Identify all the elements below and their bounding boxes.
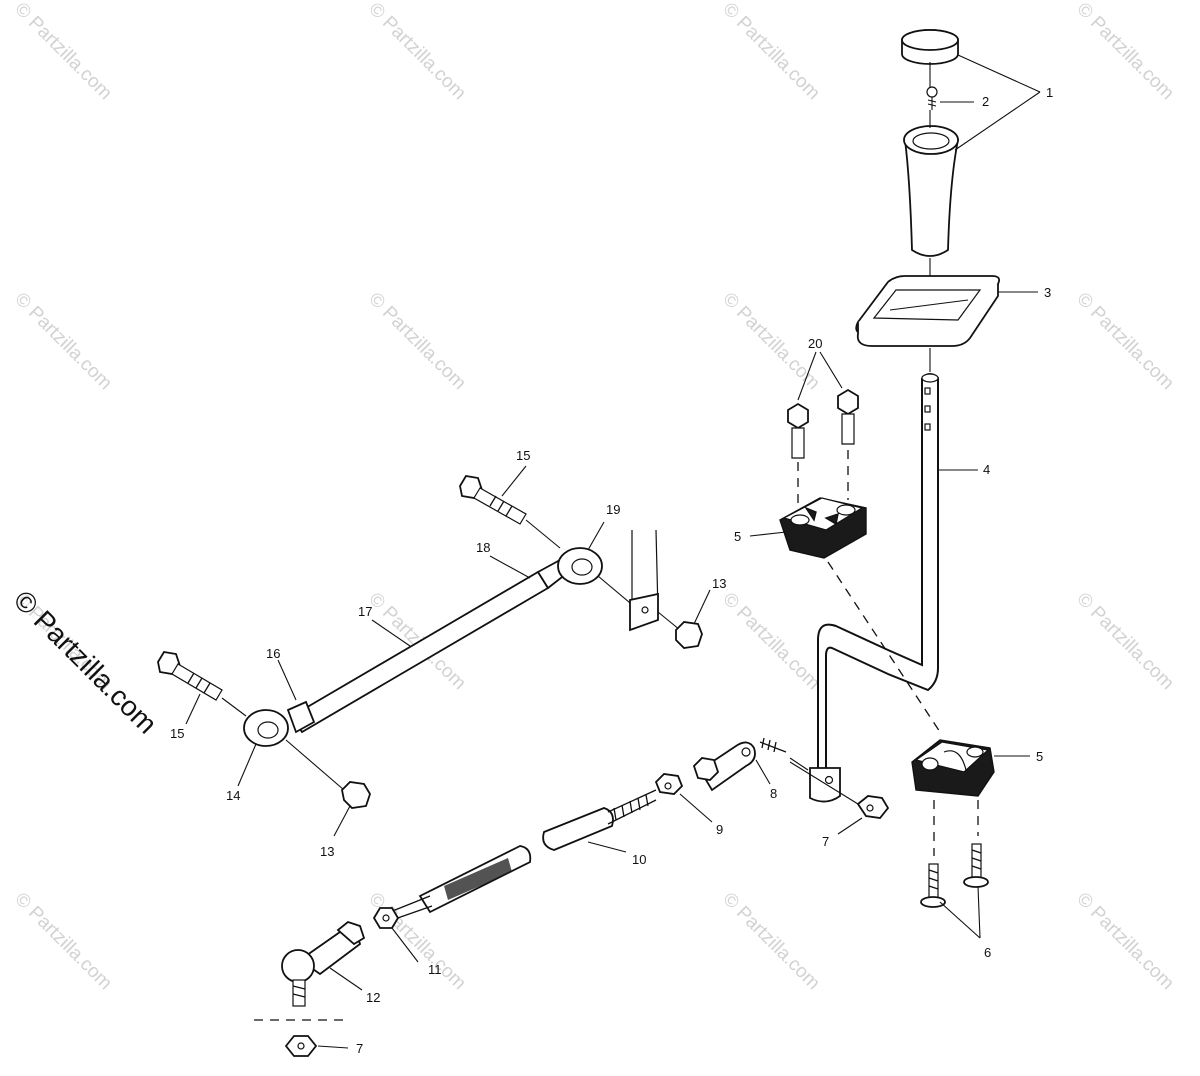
callout-17: 17 (358, 604, 372, 619)
knob-cap (901, 29, 959, 65)
callout-10: 10 (632, 852, 646, 867)
watermark-text: © Partzilla.com (1072, 589, 1177, 694)
callout-18: 18 (476, 540, 490, 555)
watermark-text: © Partzilla.com (10, 289, 115, 394)
callout-19: 19 (606, 502, 620, 517)
leader-lines (185, 54, 1041, 1049)
watermark-text: © Partzilla.com (1072, 889, 1177, 994)
tie-rod-nuts (341, 621, 703, 809)
watermark-text: © Partzilla.com (10, 0, 115, 104)
ball-joint (281, 920, 366, 1007)
callouts: 1 2 3 4 5 5 6 7 7 8 9 10 11 12 13 13 14 … (170, 85, 1053, 1056)
bracket-lower (911, 739, 995, 797)
callout-14: 14 (226, 788, 240, 803)
jam-nut (654, 773, 684, 795)
watermark-text: © Partzilla.com (10, 889, 115, 994)
watermark-text: © Partzilla.com (1072, 289, 1177, 394)
callout-5b: 5 (1036, 749, 1043, 764)
watermark-text: © Partzilla.com (718, 589, 823, 694)
mount-arm (629, 529, 659, 632)
callout-16: 16 (266, 646, 280, 661)
watermark-text: © Partzilla.com (718, 889, 823, 994)
screw (926, 86, 938, 110)
watermark-text: © Partzilla.com (364, 289, 469, 394)
threaded-cable (389, 845, 532, 921)
jam-nut-2 (372, 907, 400, 929)
bracket-bolts (920, 843, 989, 908)
callout-1: 1 (1046, 85, 1053, 100)
callout-12: 12 (366, 990, 380, 1005)
shift-knob (903, 125, 960, 257)
lever-nut (856, 795, 890, 819)
callout-13b: 13 (320, 844, 334, 859)
callout-7a: 7 (822, 834, 829, 849)
callout-6: 6 (984, 945, 991, 960)
bracket-upper (779, 497, 867, 559)
bottom-nut (284, 1035, 318, 1057)
rod-end (692, 737, 787, 792)
callout-11: 11 (428, 962, 442, 977)
callout-13a: 13 (712, 576, 726, 591)
callout-15b: 15 (170, 726, 184, 741)
watermark-layer: © Partzilla.com © Partzilla.com © Partzill… (10, 0, 1177, 994)
brand-watermark: © Partzilla.com (8, 584, 163, 739)
tie-rod-bolts (157, 475, 527, 701)
callout-7b: 7 (356, 1041, 363, 1056)
boot (855, 275, 1001, 347)
link-rod (542, 789, 657, 851)
callout-9: 9 (716, 822, 723, 837)
shift-lever (809, 373, 939, 803)
callout-2: 2 (982, 94, 989, 109)
callout-20: 20 (808, 336, 822, 351)
callout-5a: 5 (734, 529, 741, 544)
tie-rod (243, 547, 603, 747)
watermark-text: © Partzilla.com (1072, 0, 1177, 104)
callout-4: 4 (983, 462, 990, 477)
callout-15a: 15 (516, 448, 530, 463)
watermark-text: © Partzilla.com (718, 0, 823, 104)
watermark-text: © Partzilla.com (364, 0, 469, 104)
callout-3: 3 (1044, 285, 1051, 300)
callout-8: 8 (770, 786, 777, 801)
upper-bolts (787, 388, 859, 510)
watermark-text: © Partzilla.com (364, 889, 469, 994)
